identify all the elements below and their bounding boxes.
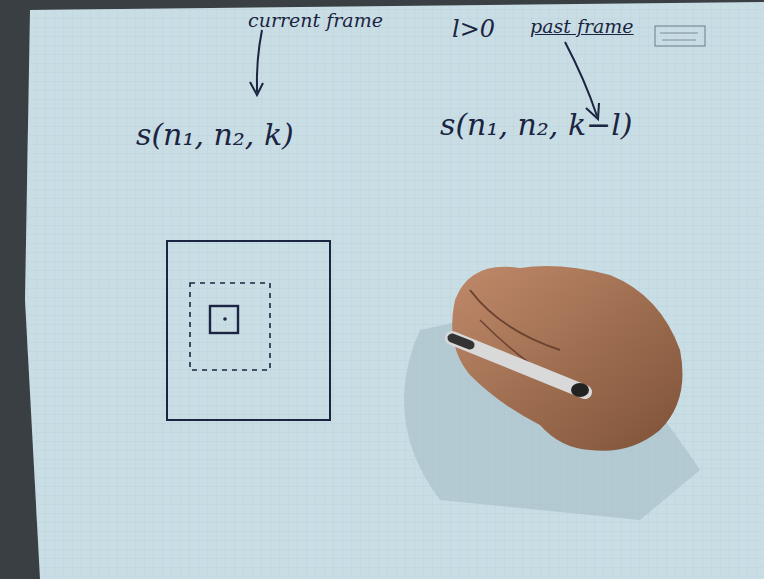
condition-text: l>0: [452, 16, 495, 42]
signal-expression: s(n₁, n₂, k−l): [440, 108, 633, 141]
annotation-text: current frame: [248, 10, 383, 31]
signal-expression: s(n₁, n₂, k): [136, 118, 294, 151]
annotation-text: past frame: [530, 16, 634, 37]
